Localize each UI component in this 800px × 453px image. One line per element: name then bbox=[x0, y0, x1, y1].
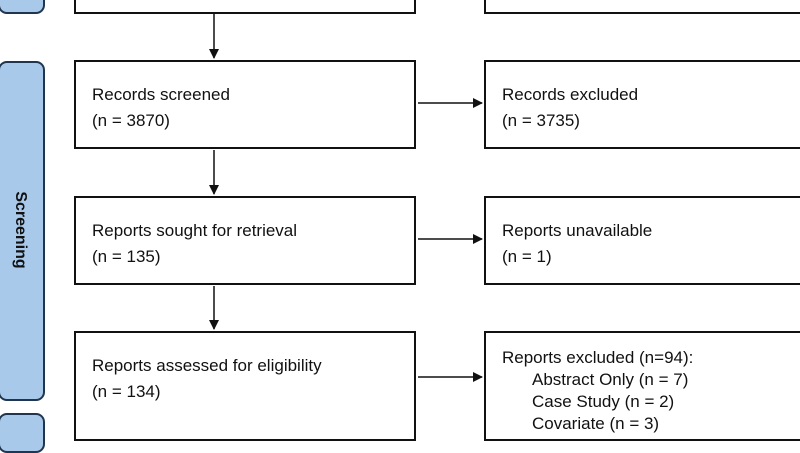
records-screened-box: Records screened (n = 3870) bbox=[74, 60, 416, 149]
records-excluded-title: Records excluded bbox=[502, 85, 639, 104]
reports-assessed-box: Reports assessed for eligibility (n = 13… bbox=[74, 331, 416, 441]
exclusion-reason-covariate: Covariate (n = 3) bbox=[532, 414, 660, 433]
reports-unavailable-box: Reports unavailable (n = 1) bbox=[484, 196, 800, 285]
records-screened-title: Records screened bbox=[92, 85, 230, 104]
included-stage-bar bbox=[0, 413, 45, 453]
reports-unavailable-count: (n = 1) bbox=[502, 247, 552, 266]
removed-records-box bbox=[484, 0, 800, 14]
screening-stage-bar: Screening bbox=[0, 61, 45, 401]
reports-excluded-box: Reports excluded (n=94): Abstract Only (… bbox=[484, 331, 800, 441]
reports-unavailable-title: Reports unavailable bbox=[502, 221, 653, 240]
screening-stage-label: Screening bbox=[12, 191, 29, 269]
exclusion-reason-case-study: Case Study (n = 2) bbox=[532, 392, 675, 411]
reports-sought-count: (n = 135) bbox=[92, 247, 161, 266]
exclusion-reason-abstract-only: Abstract Only (n = 7) bbox=[532, 370, 689, 389]
records-excluded-count: (n = 3735) bbox=[502, 111, 580, 130]
records-excluded-box: Records excluded (n = 3735) bbox=[484, 60, 800, 149]
records-screened-count: (n = 3870) bbox=[92, 111, 170, 130]
identification-stage-bar bbox=[0, 0, 45, 14]
reports-excluded-title: Reports excluded (n=94): bbox=[502, 348, 694, 367]
identified-records-box bbox=[74, 0, 416, 14]
reports-sought-box: Reports sought for retrieval (n = 135) bbox=[74, 196, 416, 285]
reports-assessed-count: (n = 134) bbox=[92, 382, 161, 401]
reports-sought-title: Reports sought for retrieval bbox=[92, 221, 298, 240]
reports-assessed-title: Reports assessed for eligibility bbox=[92, 356, 322, 375]
